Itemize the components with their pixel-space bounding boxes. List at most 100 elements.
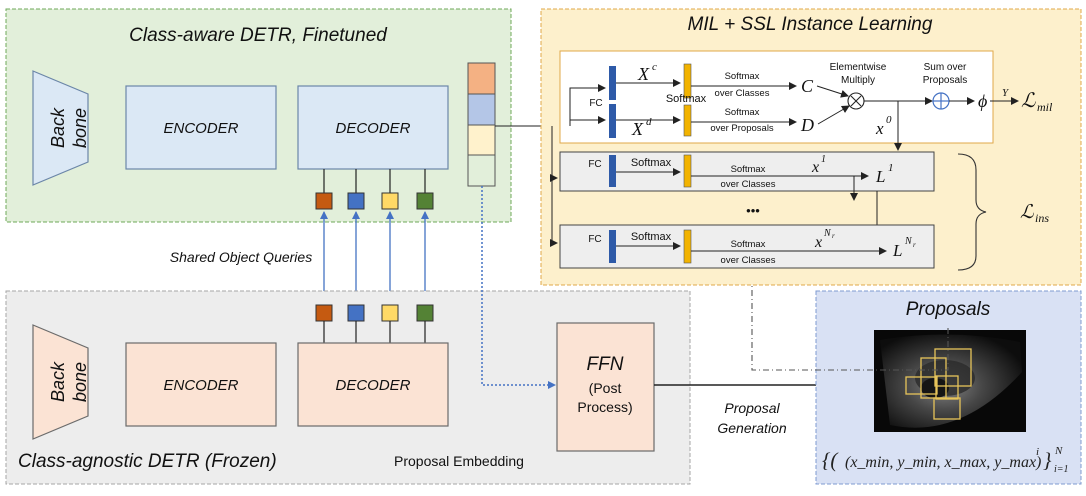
elementwise-label-2: Multiply <box>841 75 875 86</box>
instance-rows-ellipsis: ••• <box>746 203 760 218</box>
instance-row-1-softmax-classes-1: Softmax <box>731 164 766 175</box>
top-query-orange <box>315 192 333 210</box>
mil-softmax-proposals-2: over Proposals <box>710 123 774 134</box>
ffn-sub-label-2: Process) <box>577 399 632 415</box>
xnr-symbol: x <box>814 234 822 251</box>
class-aware-detr-panel: Class-aware DETR, Finetuned Back bone EN… <box>5 8 512 223</box>
top-encoder-block <box>125 85 277 170</box>
shared-query-arrows <box>320 211 429 303</box>
bottom-encoder-label: ENCODER <box>163 377 238 394</box>
mil-ssl-panel: MIL + SSL Instance Learning FC X c X d S… <box>540 8 1082 286</box>
proposals-panel: Proposals {( (x_min, y_min, x_max, y_max… <box>815 290 1082 485</box>
proposal-embedding-label: Proposal Embedding <box>394 453 524 469</box>
x0-superscript: 0 <box>886 114 892 126</box>
sum-label-1: Sum over <box>924 62 967 73</box>
mil-softmax-proposals-1: Softmax <box>725 107 760 118</box>
proposal-generation-label-2: Generation <box>717 420 786 436</box>
proposals-formula-body: (x_min, y_min, x_max, y_max) <box>845 454 1041 471</box>
bottom-query-blue <box>347 304 365 322</box>
top-query-blue <box>347 192 365 210</box>
mil-softmax-bar-lower <box>683 104 692 137</box>
proposals-to-mil-arrow <box>748 271 949 371</box>
top-backbone-label-2: bone <box>70 108 90 148</box>
top-backbone-label-1: Back <box>48 107 68 148</box>
instance-row-1-softmax-label: Softmax <box>631 157 672 169</box>
mil-softmax-classes-2: over Classes <box>715 88 770 99</box>
output-embedding-stack <box>467 62 496 187</box>
class-agnostic-panel-title: Class-agnostic DETR (Frozen) <box>18 451 277 472</box>
lnr-superscript: N <box>904 236 913 247</box>
xd-symbol: X <box>631 119 644 139</box>
d-symbol: D <box>800 115 814 135</box>
proposals-formula-sup-i: i <box>1036 446 1039 458</box>
instance-row-1-softmax-classes-2: over Classes <box>721 179 776 190</box>
ffn-sub-label-1: (Post <box>589 380 622 396</box>
mil-panel-title: MIL + SSL Instance Learning <box>688 14 933 35</box>
c-symbol: C <box>801 76 814 96</box>
instance-row-nr-softmax-label: Softmax <box>631 231 672 243</box>
bottom-backbone-label-2: bone <box>70 362 90 402</box>
l1-symbol: L <box>875 167 885 186</box>
bottom-query-orange <box>315 304 333 322</box>
top-encoder-label: ENCODER <box>163 120 238 137</box>
bottom-query-yellow <box>381 304 399 322</box>
mil-fc-bar-lower <box>609 104 616 138</box>
instance-row-1-softmax-bar <box>683 154 692 188</box>
proposal-generation-label-1: Proposal <box>724 400 780 416</box>
xd-superscript: d <box>646 116 652 128</box>
bottom-decoder-block <box>297 342 449 427</box>
mil-branch-box <box>559 50 994 144</box>
top-backbone-block <box>32 70 89 186</box>
instance-row-nr-fc-label: FC <box>588 234 601 245</box>
mil-softmax-label: Softmax <box>666 93 707 105</box>
xnr-sub-superscript: r <box>832 232 835 240</box>
xc-symbol: X <box>637 64 650 84</box>
top-decoder-label: DECODER <box>335 120 410 137</box>
ffn-block <box>556 322 655 452</box>
y-symbol: Y <box>1002 87 1010 99</box>
proposals-formula: {( (x_min, y_min, x_max, y_max) i } N i=… <box>822 445 1069 475</box>
proposals-title: Proposals <box>906 299 991 320</box>
l-mil-symbol: ℒ <box>1021 90 1036 112</box>
proposals-formula-i1: i=1 <box>1054 464 1069 475</box>
class-aware-panel-title: Class-aware DETR, Finetuned <box>129 25 388 46</box>
bottom-backbone-block <box>32 324 89 440</box>
bottom-backbone-label-1: Back <box>48 361 68 402</box>
top-decoder-block <box>297 85 449 170</box>
instance-row-nr-fc-bar <box>609 230 616 263</box>
svg-text:{(: {( <box>822 448 839 472</box>
sum-label-2: Proposals <box>923 75 967 86</box>
l-ins-subscript: ins <box>1035 211 1049 225</box>
top-query-green <box>416 192 434 210</box>
mil-softmax-bar-upper <box>683 63 692 99</box>
l-mil-subscript: mil <box>1037 100 1053 114</box>
shared-queries-label: Shared Object Queries <box>170 249 312 265</box>
elementwise-label-1: Elementwise <box>830 62 887 73</box>
ultrasound-image <box>874 330 1026 432</box>
instance-row-1-fc-label: FC <box>588 159 601 170</box>
top-query-yellow <box>381 192 399 210</box>
lnr-sub-superscript: r <box>913 241 916 249</box>
instance-row-nr-softmax-classes-2: over Classes <box>721 255 776 266</box>
x1-superscript: 1 <box>821 154 826 165</box>
l-ins-symbol: ℒ <box>1020 202 1035 223</box>
class-agnostic-detr-panel: Back bone ENCODER DECODER FFN (Post Proc… <box>5 290 691 485</box>
mil-fc-label: FC <box>589 98 602 109</box>
l1-superscript: 1 <box>888 162 894 174</box>
instance-row-nr-softmax-bar <box>683 229 692 264</box>
bottom-encoder-block <box>125 342 277 427</box>
bottom-query-green <box>416 304 434 322</box>
bottom-decoder-label: DECODER <box>335 377 410 394</box>
x0-symbol: x <box>875 119 884 138</box>
xnr-superscript: N <box>823 228 832 239</box>
instance-row-nr-softmax-classes-1: Softmax <box>731 239 766 250</box>
ffn-label: FFN <box>587 354 624 375</box>
xc-superscript: c <box>652 61 657 73</box>
x1-symbol: x <box>811 159 819 176</box>
instance-row-1-fc-bar <box>609 155 616 187</box>
lnr-symbol: L <box>892 241 902 260</box>
mil-softmax-classes-1: Softmax <box>725 71 760 82</box>
phi-symbol: ϕ <box>978 91 987 111</box>
